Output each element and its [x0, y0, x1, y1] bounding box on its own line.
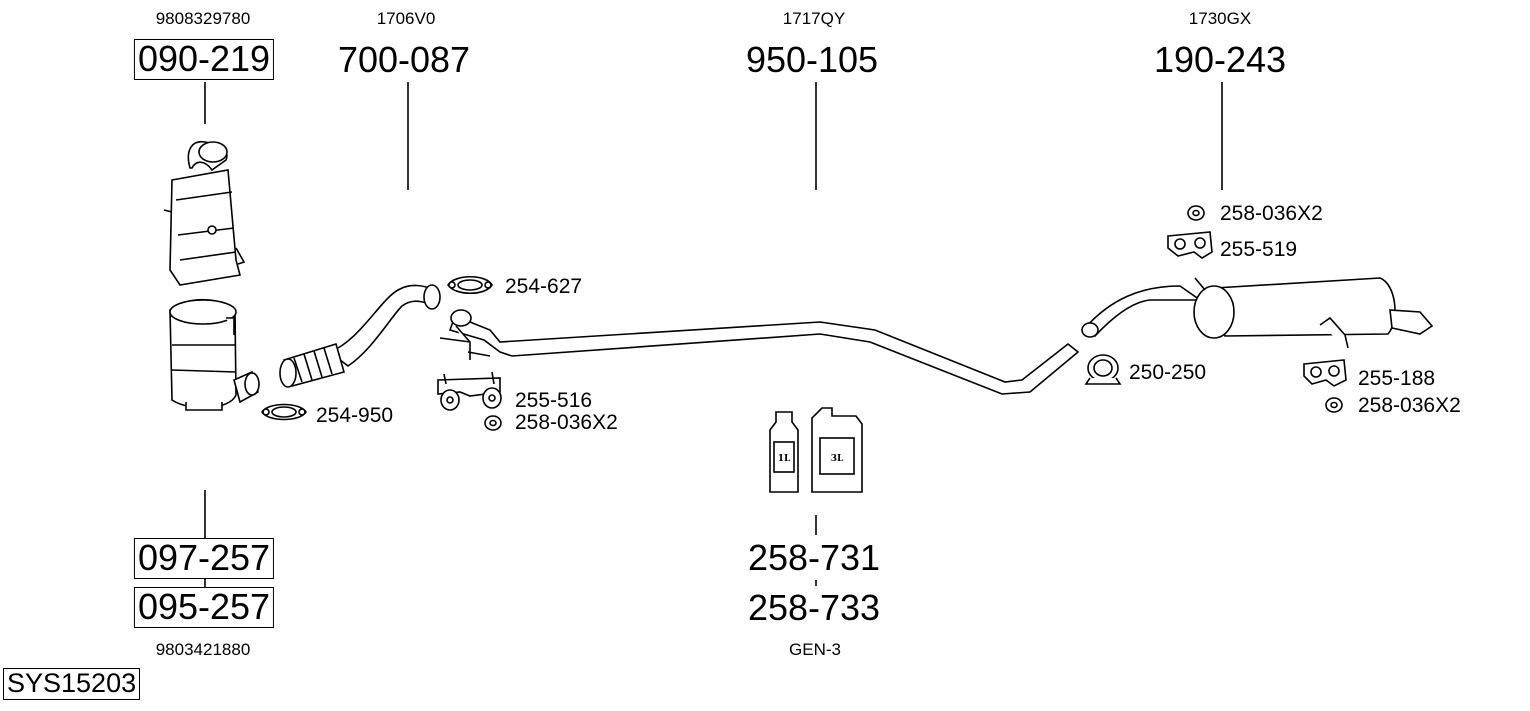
accessory-clamp-front[interactable]: 254-627	[505, 275, 583, 298]
catalyst-lower-drawing	[169, 299, 260, 411]
accessory-nut-rear-top[interactable]: 258-036X2	[1220, 202, 1323, 225]
accessory-clamp-cat[interactable]: 254-950	[316, 404, 394, 427]
system-code: SYS15203	[3, 668, 141, 700]
accessory-nut-front[interactable]: 258-036X2	[515, 411, 618, 434]
nut-front-drawing	[484, 415, 502, 431]
oem-number-cat-top: 9808329780	[155, 9, 251, 28]
additive-note: GEN-3	[789, 640, 841, 659]
accessory-nut-rear-bottom[interactable]: 258-036X2	[1358, 394, 1461, 417]
oem-number-rear-silencer: 1730GX	[1188, 9, 1252, 28]
part-number-additive-b[interactable]: 258-733	[747, 587, 881, 628]
additive-can-1l-drawing: 1L	[769, 411, 799, 493]
nut-rear-bottom-drawing	[1325, 397, 1343, 413]
front-pipe-drawing	[279, 284, 441, 388]
clamp-250-250-drawing	[1084, 354, 1122, 385]
accessory-mount-rear-top[interactable]: 255-519	[1220, 238, 1298, 261]
mount-255-516-drawing	[437, 371, 502, 411]
part-number-rear-silencer[interactable]: 190-243	[1153, 39, 1287, 80]
part-number-additive-a[interactable]: 258-731	[747, 537, 881, 578]
accessory-mount-rear-bottom[interactable]: 255-188	[1358, 367, 1436, 390]
clamp-254-950-drawing	[261, 403, 307, 421]
part-number-cat-bottom-b[interactable]: 095-257	[133, 587, 275, 628]
oem-number-middle-pipe: 1717QY	[782, 9, 846, 28]
oem-number-front-pipe: 1706V0	[376, 9, 436, 28]
part-number-front-pipe[interactable]: 700-087	[337, 39, 471, 80]
accessory-mount-front[interactable]: 255-516	[515, 389, 593, 412]
accessory-clamp-rear[interactable]: 250-250	[1129, 361, 1207, 384]
clamp-254-627-drawing	[447, 275, 493, 295]
catalyst-upper-drawing	[163, 141, 246, 286]
mount-255-519-drawing	[1167, 231, 1213, 259]
part-number-cat-bottom-a[interactable]: 097-257	[133, 538, 275, 579]
part-number-middle-pipe[interactable]: 950-105	[745, 39, 879, 80]
can-large-label: 3L	[831, 454, 844, 464]
nut-rear-top-drawing	[1187, 205, 1205, 221]
mount-255-188-drawing	[1303, 359, 1347, 387]
oem-number-cat-bottom: 9803421880	[155, 640, 251, 659]
middle-pipe-drawing	[439, 309, 1080, 395]
rear-silencer-drawing	[1081, 277, 1434, 349]
part-number-cat-top[interactable]: 090-219	[133, 39, 275, 80]
can-small-label: 1L	[778, 454, 791, 464]
additive-can-3l-drawing: 3L	[811, 407, 863, 493]
